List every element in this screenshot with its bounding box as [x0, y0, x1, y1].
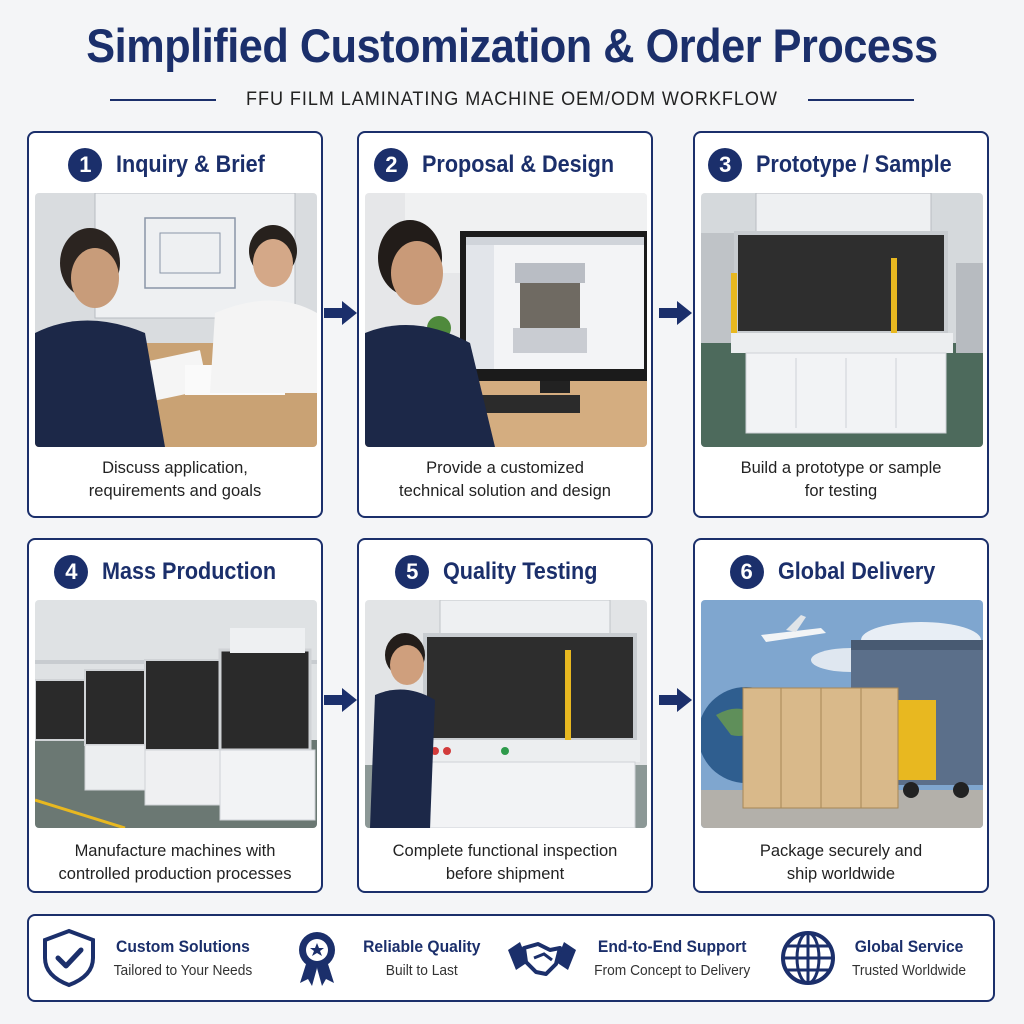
step-caption: Discuss application, requirements and go… — [29, 457, 321, 503]
step-title: Proposal & Design — [422, 151, 615, 178]
caption-line: Provide a customized — [426, 459, 584, 477]
step-header: 5 Quality Testing — [359, 554, 651, 590]
caption-line: Build a prototype or sample — [740, 459, 942, 477]
arrow-right-icon — [324, 299, 358, 327]
feature-subtitle: Built to Last — [385, 963, 458, 979]
feature-subtitle: Tailored to Your Needs — [113, 963, 253, 979]
step-title: Inquiry & Brief — [116, 151, 266, 178]
caption-line: before shipment — [445, 865, 565, 883]
step-header: 4 Mass Production — [29, 554, 321, 590]
feature-end-to-end-support: End-to-End Support From Concept to Deliv… — [506, 916, 754, 1000]
caption-line: for testing — [804, 482, 878, 500]
step-card-prototype: 3 Prototype / Sample Build a prototype o… — [693, 131, 989, 518]
feature-title: Custom Solutions — [116, 937, 251, 956]
prototype-photo — [701, 193, 983, 447]
step-header: 1 Inquiry & Brief — [29, 147, 321, 183]
step-title: Prototype / Sample — [756, 151, 952, 178]
feature-custom-solutions: Custom Solutions Tailored to Your Needs — [29, 916, 268, 1000]
step-number-badge: 6 — [729, 555, 764, 589]
step-number-badge: 5 — [395, 555, 430, 589]
step-number-badge: 1 — [68, 148, 103, 182]
caption-line: Package securely and — [759, 842, 923, 860]
step-caption: Package securely and ship worldwide — [695, 840, 987, 886]
caption-line: requirements and goals — [88, 482, 262, 500]
page-title: Simplified Customization & Order Process — [86, 19, 938, 72]
globe-icon — [779, 928, 837, 988]
shipping-photo — [701, 600, 983, 828]
caption-line: Discuss application, — [102, 459, 248, 477]
step-card-inquiry: 1 Inquiry & Brief Discuss application, r… — [27, 131, 323, 518]
caption-line: technical solution and design — [399, 482, 611, 500]
step-title: Mass Production — [102, 558, 277, 585]
step-title: Global Delivery — [777, 558, 935, 585]
inspection-photo — [365, 600, 647, 828]
arrow-right-icon — [659, 299, 693, 327]
subtitle-row: FFU FILM LAMINATING MACHINE OEM/ODM WORK… — [110, 88, 914, 112]
caption-line: controlled production processes — [58, 865, 292, 883]
handshake-icon — [506, 928, 578, 988]
arrow-right-icon — [659, 686, 693, 714]
step-number-badge: 4 — [54, 555, 89, 589]
feature-title: Global Service — [854, 937, 964, 956]
shield-check-icon — [40, 928, 98, 988]
factory-photo — [35, 600, 317, 828]
meeting-photo — [35, 193, 317, 447]
feature-title: End-to-End Support — [597, 937, 747, 956]
step-card-global-delivery: 6 Global Delivery Package securely and s… — [693, 538, 989, 893]
features-bar: Custom Solutions Tailored to Your Needs … — [27, 914, 995, 1002]
caption-line: Complete functional inspection — [392, 842, 618, 860]
award-ribbon-icon — [288, 928, 346, 988]
step-number-badge: 3 — [708, 148, 743, 182]
arrow-right-icon — [324, 686, 358, 714]
step-header: 6 Global Delivery — [695, 554, 987, 590]
step-card-quality-testing: 5 Quality Testing Complete functional in… — [357, 538, 653, 893]
feature-reliable-quality: Reliable Quality Built to Last — [268, 916, 507, 1000]
step-caption: Build a prototype or sample for testing — [695, 457, 987, 503]
feature-global-service: Global Service Trusted Worldwide — [754, 916, 993, 1000]
feature-title: Reliable Quality — [363, 937, 481, 956]
step-header: 2 Proposal & Design — [359, 147, 651, 183]
caption-line: ship worldwide — [786, 865, 896, 883]
page-subtitle: FFU FILM LAMINATING MACHINE OEM/ODM WORK… — [246, 89, 778, 110]
feature-subtitle: Trusted Worldwide — [851, 963, 966, 979]
step-caption: Provide a customized technical solution … — [359, 457, 651, 503]
step-card-mass-production: 4 Mass Production Manufacture machines w… — [27, 538, 323, 893]
step-title: Quality Testing — [443, 558, 598, 585]
step-number-badge: 2 — [374, 148, 409, 182]
divider — [807, 99, 914, 101]
step-header: 3 Prototype / Sample — [695, 147, 987, 183]
step-card-proposal: 2 Proposal & Design Provide a customized… — [357, 131, 653, 518]
step-caption: Manufacture machines with controlled pro… — [29, 840, 321, 886]
caption-line: Manufacture machines with — [74, 842, 276, 860]
design-photo — [365, 193, 647, 447]
divider — [110, 99, 217, 101]
step-caption: Complete functional inspection before sh… — [359, 840, 651, 886]
feature-subtitle: From Concept to Delivery — [594, 963, 751, 979]
